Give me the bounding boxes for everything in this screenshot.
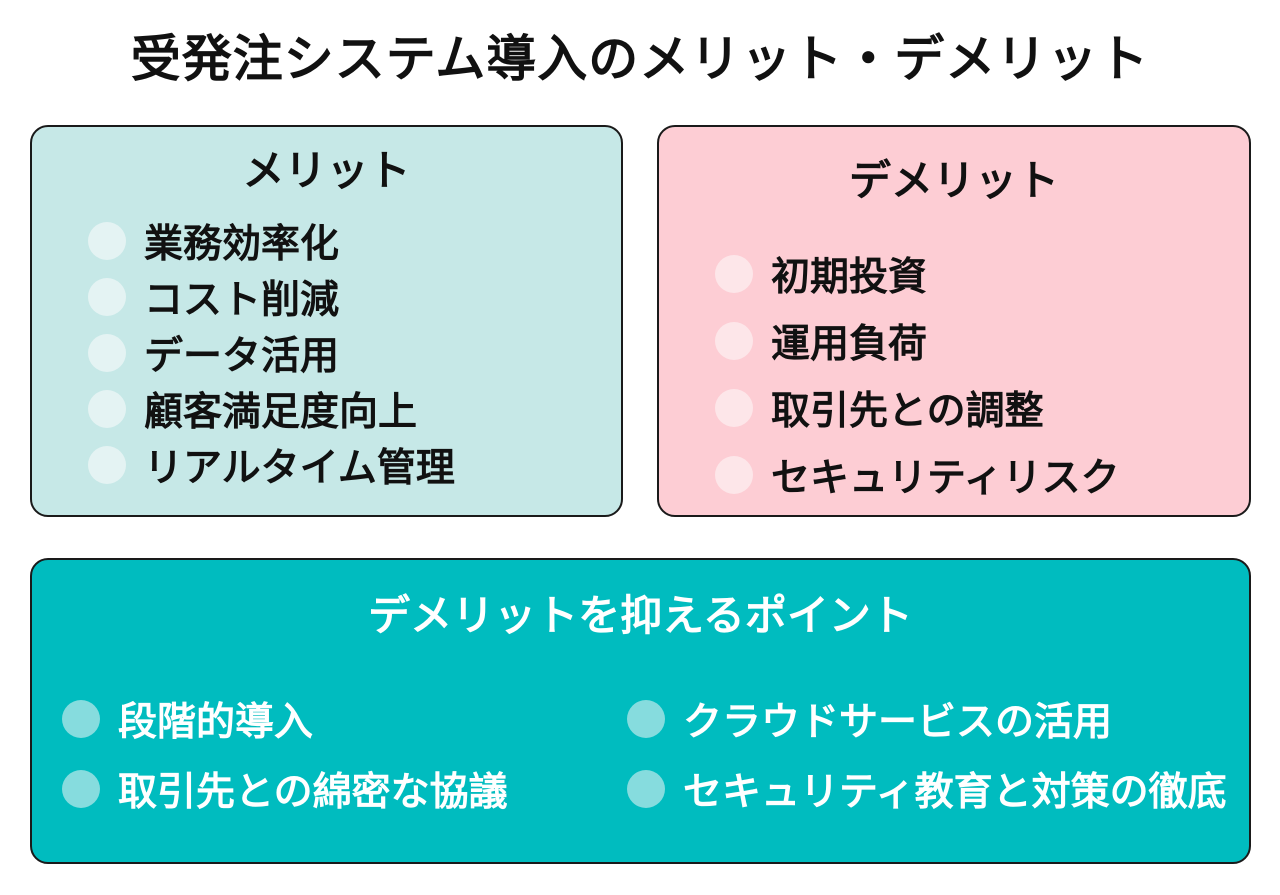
merit-item: コスト削減 <box>88 269 455 325</box>
demerit-panel: デメリット 初期投資 運用負荷 取引先との調整 セキュリティリスク <box>657 125 1251 517</box>
point-item-label: セキュリティ教育と対策の徹底 <box>683 770 1227 815</box>
merit-item-label: 業務効率化 <box>144 222 340 267</box>
bullet-dot-icon <box>88 334 126 372</box>
merit-item-label: コスト削減 <box>144 278 340 323</box>
demerit-item-label: セキュリティリスク <box>771 455 1120 501</box>
merit-heading: メリット <box>242 146 411 195</box>
page-title: 受発注システム導入のメリット・デメリット <box>130 30 1150 88</box>
demerit-item: 取引先との調整 <box>715 374 1120 441</box>
bullet-dot-icon <box>715 388 753 427</box>
points-panel: デメリットを抑えるポイント 段階的導入 取引先との綿密な協議 クラウドサービスの… <box>30 558 1251 864</box>
demerit-heading: デメリット <box>848 156 1059 205</box>
point-item: 取引先との綿密な協議 <box>62 754 508 824</box>
bullet-dot-icon <box>62 770 100 808</box>
points-heading: デメリットを抑えるポイント <box>368 591 913 640</box>
demerit-item-label: 取引先との調整 <box>771 388 1044 434</box>
point-item-label: クラウドサービスの活用 <box>683 700 1113 745</box>
bullet-dot-icon <box>88 390 126 428</box>
bullet-dot-icon <box>627 700 665 738</box>
merit-item: 業務効率化 <box>88 213 455 269</box>
merit-item-label: 顧客満足度向上 <box>144 390 418 435</box>
merit-panel: メリット 業務効率化 コスト削減 データ活用 顧客満足度向上 リアルタイム管理 <box>30 125 623 517</box>
demerit-list: 初期投資 運用負荷 取引先との調整 セキュリティリスク <box>715 240 1120 508</box>
demerit-item-label: 初期投資 <box>771 254 928 300</box>
bullet-dot-icon <box>62 700 100 738</box>
merit-item: リアルタイム管理 <box>88 437 455 493</box>
bullet-dot-icon <box>627 770 665 808</box>
bullet-dot-icon <box>715 254 753 293</box>
point-item: 段階的導入 <box>62 684 508 754</box>
point-item-label: 段階的導入 <box>118 700 314 745</box>
point-item: セキュリティ教育と対策の徹底 <box>627 754 1227 824</box>
merit-item-label: リアルタイム管理 <box>144 446 455 491</box>
bullet-dot-icon <box>715 321 753 360</box>
merit-list: 業務効率化 コスト削減 データ活用 顧客満足度向上 リアルタイム管理 <box>88 213 455 493</box>
merit-item: 顧客満足度向上 <box>88 381 455 437</box>
bullet-dot-icon <box>88 446 126 484</box>
bullet-dot-icon <box>715 455 753 494</box>
merit-item: データ活用 <box>88 325 455 381</box>
points-list-left: 段階的導入 取引先との綿密な協議 <box>62 684 508 824</box>
demerit-item: セキュリティリスク <box>715 441 1120 508</box>
demerit-item: 運用負荷 <box>715 307 1120 374</box>
demerit-item-label: 運用負荷 <box>771 321 928 367</box>
point-item-label: 取引先との綿密な協議 <box>118 770 508 815</box>
bullet-dot-icon <box>88 278 126 316</box>
merit-item-label: データ活用 <box>144 334 340 379</box>
demerit-item: 初期投資 <box>715 240 1120 307</box>
point-item: クラウドサービスの活用 <box>627 684 1227 754</box>
points-list-right: クラウドサービスの活用 セキュリティ教育と対策の徹底 <box>627 684 1227 824</box>
bullet-dot-icon <box>88 222 126 260</box>
